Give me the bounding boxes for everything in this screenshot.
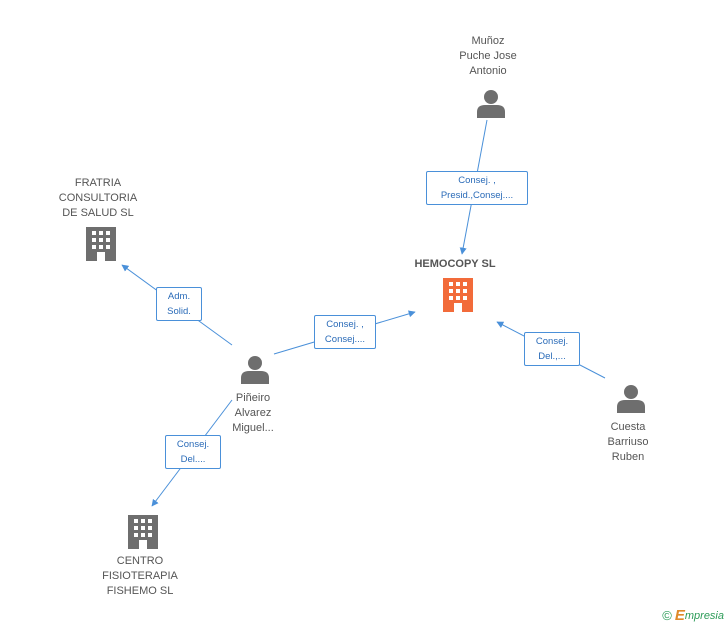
label-line: FISHEMO SL [106,585,174,597]
edge-label-line: Consej. , [458,175,496,186]
label-line: Cuesta [610,421,646,433]
edge-label-munoz-center[interactable]: Consej. , Presid.,Consej.... [426,171,528,205]
label-line: Piñeiro [235,392,271,404]
label-line: Miguel... [232,422,274,434]
label-line: Antonio [469,65,507,77]
label-line: CONSULTORIA [58,192,138,204]
edge-label-cuesta-center[interactable]: Consej. Del.,... [524,332,580,366]
brand-logo[interactable]: © E mpresia [662,607,724,624]
label-line: FRATRIA [74,177,122,189]
copyright-icon: © [662,608,672,623]
label-line: DE SALUD SL [62,207,134,219]
edge-label-line: Adm. [167,291,191,302]
building-icon-centro [128,515,158,549]
label-line: Barriuso [607,436,649,448]
edge-label-pineiro-centro[interactable]: Consej. Del.... [165,435,221,469]
edge-label-pineiro-center[interactable]: Consej. , Consej.... [314,315,376,349]
building-icon-fratria [86,227,116,261]
label-line: CENTRO [116,555,164,567]
label-line: Muñoz [471,35,505,47]
person-label-pineiro[interactable]: Piñeiro Alvarez Miguel... [203,391,303,436]
edge-label-line: Solid. [167,306,191,317]
person-icon-munoz [477,90,505,118]
person-label-cuesta[interactable]: Cuesta Barriuso Ruben [578,420,678,465]
edge-label-line: Consej. , [326,319,364,330]
company-label-hemocopy[interactable]: HEMOCOPY SL [414,258,496,270]
edge-label-line: Del.,... [538,351,566,362]
label-line: FISIOTERAPIA [102,570,178,582]
label-line: Puche Jose [459,50,517,62]
edge-label-line: Del.... [180,454,206,465]
company-label-centro[interactable]: CENTRO FISIOTERAPIA FISHEMO SL [90,554,190,599]
person-icon-cuesta [617,385,645,413]
label-line: Alvarez [234,407,272,419]
brand-initial: E [674,607,685,624]
company-label-fratria[interactable]: FRATRIA CONSULTORIA DE SALUD SL [48,176,148,221]
building-icon-center [443,278,473,312]
person-icon-pineiro [241,356,269,384]
brand-name: mpresia [684,609,724,622]
edge-label-line: Presid.,Consej.... [440,190,514,201]
edge-label-line: Consej. [176,439,210,450]
edge-label-line: Consej.... [324,334,366,345]
label-line: Ruben [611,451,645,463]
edge-label-pineiro-fratria[interactable]: Adm. Solid. [156,287,202,321]
edge-label-line: Consej. [535,336,569,347]
person-label-munoz[interactable]: Muñoz Puche Jose Antonio [438,34,538,79]
